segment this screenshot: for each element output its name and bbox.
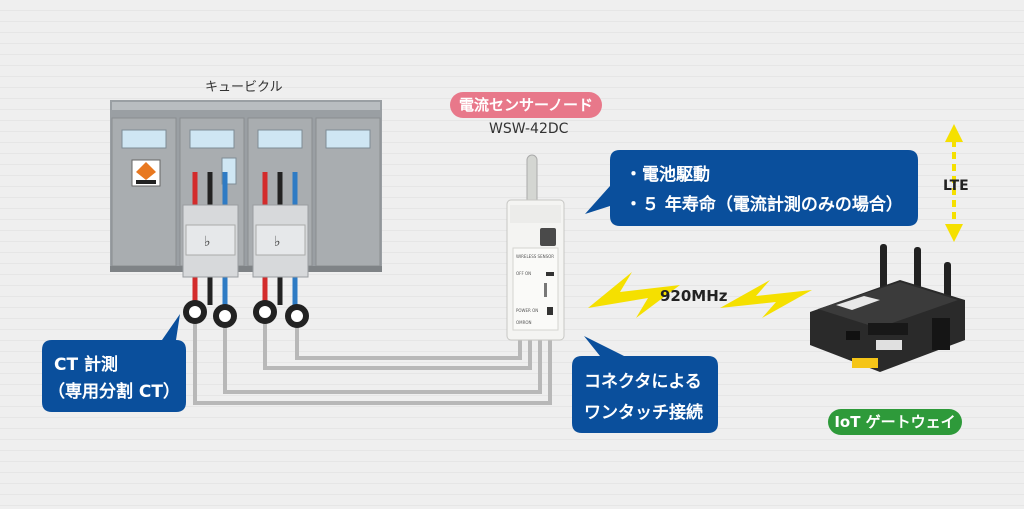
lte-arrow [945,124,963,242]
sensor-panel-top-text: WIRELESS SENSOR [516,254,554,259]
connection-cables [193,312,552,405]
sensor-panel-offon-text: OFF ON [516,271,531,276]
breaker-left: ♭ [182,204,239,278]
ct-line1: CT 計測 [54,355,118,375]
features-line1: ・電池駆動 [625,165,710,185]
connector-bubble [572,336,718,433]
sensor-panel-brand-text: OMRON [516,320,532,325]
iot-gateway-device [810,244,965,372]
sensor-panel-power-text: POWER ON [516,308,538,313]
connector-line2: ワンタッチ接続 [584,403,703,423]
ct-bubble [42,314,186,412]
lte-label: LTE [943,178,969,194]
cubicle-label: キュービクル [205,80,283,95]
features-line2: ・５ 年寿命（電流計測のみの場合） [625,195,903,215]
svg-text:♭: ♭ [204,234,211,250]
sensor-model-label: WSW-42DC [489,121,569,137]
sensor-node-pill: 電流センサーノード [450,92,602,118]
radio-bolts [588,272,812,318]
iot-gateway-pill: IoT ゲートウェイ [828,409,962,435]
sensor-node-device: WIRELESS SENSOR OFF ON POWER ON OMRON [506,154,565,341]
svg-text:♭: ♭ [274,234,281,250]
breaker-right: ♭ [252,204,309,278]
connector-line1: コネクタによる [584,372,702,392]
ct-line2: （専用分割 CT） [48,382,180,402]
radio-frequency-label: 920MHz [660,287,728,305]
warning-sign [131,159,161,187]
ct-clamps [183,300,309,328]
features-bubble [585,150,918,226]
